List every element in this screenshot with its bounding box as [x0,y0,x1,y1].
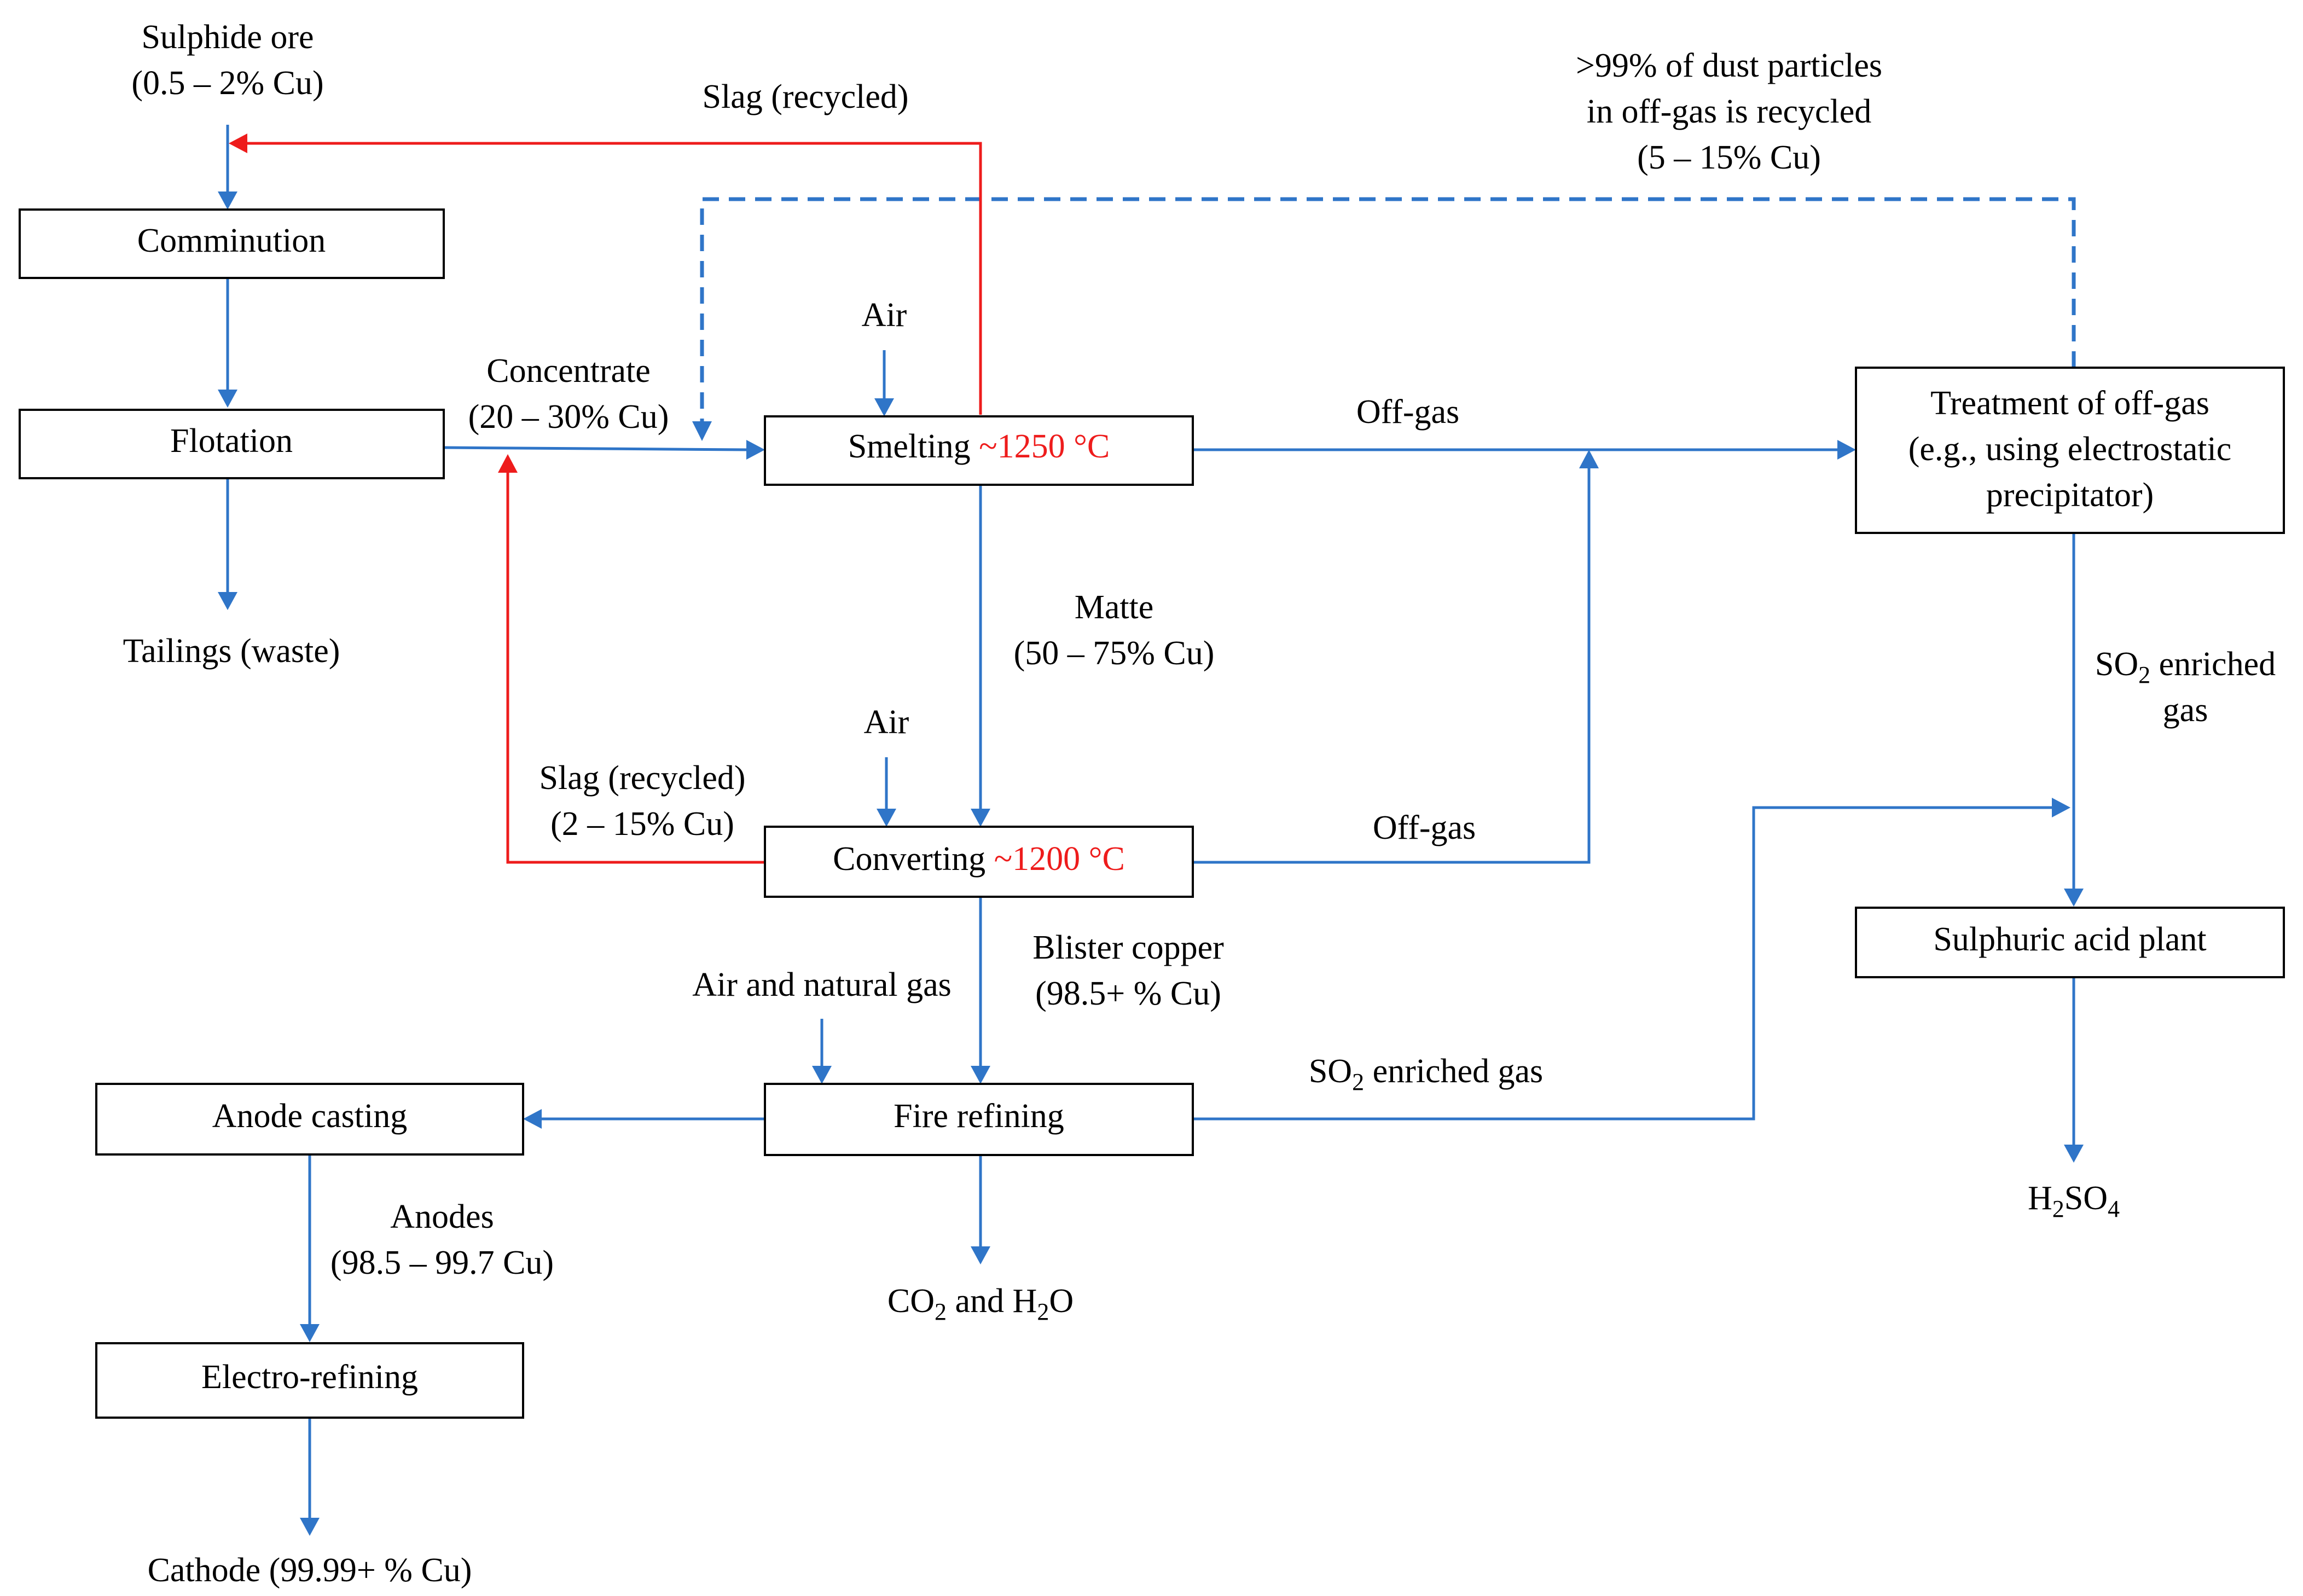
slag-converting-label-line2: (2 – 15% Cu) [550,805,734,843]
air-gas-label: Air and natural gas [692,966,951,1003]
ore-label-line2: (0.5 – 2% Cu) [131,65,323,102]
dust-label-line1: >99% of dust particles [1576,47,1882,84]
smelting-label: Smelting ~1250 °C [848,428,1110,465]
comminution-label: Comminution [137,222,326,259]
box-converting: Converting ~1200 °C [764,826,1194,898]
anode-casting-label: Anode casting [212,1098,407,1135]
so2-right-label-line1: SO2 enriched [2095,646,2276,688]
arrow-converting-offgas [1193,467,1591,864]
offgas-converting-label: Off-gas [1373,809,1476,846]
dust-label-line2: in off-gas is recycled [1587,93,1872,130]
box-comminution: Comminution [19,208,445,279]
converting-label: Converting ~1200 °C [833,840,1125,878]
anodes-label-line1: Anodes [390,1198,494,1235]
flow-labels: Sulphide ore (0.5 – 2% Cu) Slag (recycle… [123,19,2276,1589]
box-flotation: Flotation [19,409,445,479]
concentrate-label-line1: Concentrate [486,352,651,390]
arrow-dust-recycle [700,197,2076,421]
tailings-label: Tailings (waste) [123,632,340,670]
flotation-label: Flotation [170,422,293,460]
air-smelting-label: Air [862,297,907,334]
matte-label-line1: Matte [1075,589,1154,626]
box-electro-refining: Electro-refining [95,1342,524,1419]
anodes-label-line2: (98.5 – 99.7 Cu) [330,1244,554,1281]
matte-label-line2: (50 – 75% Cu) [1014,635,1215,672]
dust-label-line3: (5 – 15% Cu) [1637,139,1821,176]
electro-refining-label: Electro-refining [201,1359,418,1396]
box-smelting: Smelting ~1250 °C [764,415,1194,486]
box-anode-casting: Anode casting [95,1083,524,1156]
slag-converting-label-line1: Slag (recycled) [540,759,746,797]
arrow-concentrate-to-smelting [443,446,747,451]
acid-plant-label: Sulphuric acid plant [1933,921,2206,958]
offgas-smelting-label: Off-gas [1356,393,1459,431]
arrow-slag-recycle-top [247,142,982,415]
air-converting-label: Air [864,704,909,741]
smelting-temperature: ~1250 °C [979,428,1110,465]
blister-label-line2: (98.5+ % Cu) [1035,975,1221,1012]
so2-fire-label: SO2 enriched gas [1309,1053,1543,1095]
ore-label-line1: Sulphide ore [141,19,314,56]
co2-h2o-label: CO2 and H2O [887,1282,1074,1325]
converting-temperature: ~1200 °C [994,840,1125,878]
blister-label-line1: Blister copper [1032,929,1224,966]
box-fire-refining: Fire refining [764,1083,1194,1156]
slag-recycle-connectors [229,134,982,864]
concentrate-label-line2: (20 – 30% Cu) [468,398,669,436]
slag-top-label: Slag (recycled) [703,78,909,115]
cathode-label: Cathode (99.99+ % Cu) [148,1552,472,1589]
fire-refining-label: Fire refining [894,1098,1064,1135]
arrow-slag-recycle-converting [506,473,765,864]
arrow-so2-fire-to-acid [1193,806,2052,1121]
box-treatment-of-off-gas: Treatment of off-gas (e.g., using electr… [1855,367,2285,534]
treatment-label-line3: precipitator) [1986,477,2154,514]
h2so4-label: H2SO4 [2028,1180,2120,1222]
so2-right-label-line2: gas [2163,692,2208,729]
treatment-label-line2: (e.g., using electrostatic [1908,431,2232,468]
flow-connectors [218,125,2084,1536]
treatment-label-line1: Treatment of off-gas [1930,385,2209,422]
box-sulphuric-acid-plant: Sulphuric acid plant [1855,907,2285,978]
